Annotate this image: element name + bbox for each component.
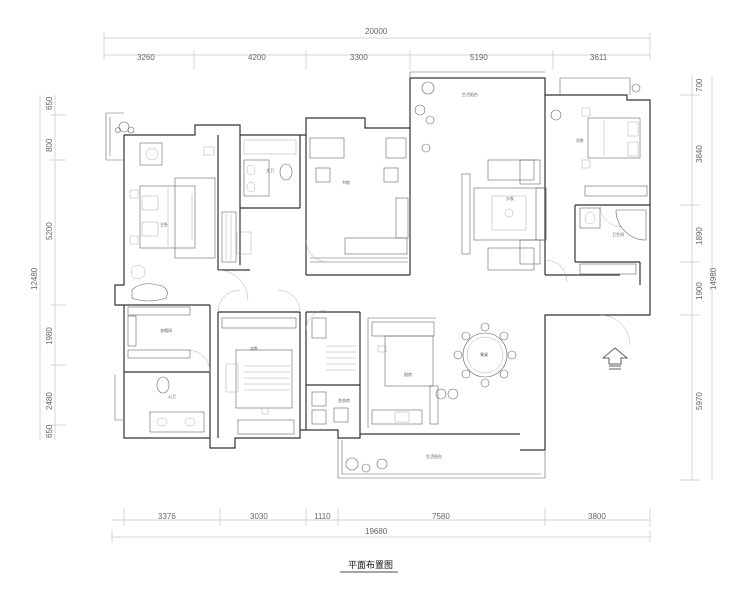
bottom-seg-1: 3376 [158, 512, 176, 521]
living-sofa-set [461, 159, 547, 271]
label-sofa: 沙发 [506, 195, 514, 201]
drawing-title: 平面布置图 [340, 559, 398, 573]
public-bath-fixtures [149, 376, 205, 433]
left-seg-1: 650 [45, 96, 54, 110]
right-seg-1: 700 [695, 78, 704, 92]
bottom-total-label: 19680 [365, 527, 388, 536]
right-seg-2: 3840 [695, 145, 704, 163]
left-total-label: 12480 [30, 267, 39, 290]
plant-icon [345, 457, 388, 473]
top-dimension-total: 20000 [103, 27, 651, 60]
kitchen-furniture [371, 321, 459, 425]
bedroom-bottom-bed [221, 317, 297, 435]
master-bed [129, 177, 216, 259]
interior-walls [124, 95, 650, 438]
room-labels: 主卧 衣帽间 主卫 公卫 书房 次卧 次卧 卫生间 生活阳台 沙发 餐桌 厨房 … [160, 91, 624, 459]
label-balcony-top: 生活阳台 [462, 91, 478, 97]
label-public-bath: 公卫 [168, 394, 176, 399]
dining-table [453, 322, 517, 388]
label-table: 餐桌 [480, 351, 488, 357]
left-seg-3: 5200 [45, 222, 54, 240]
laundry-fixtures [311, 317, 356, 425]
right-seg-5: 5970 [695, 392, 704, 410]
label-bedroom-right: 次卧 [576, 137, 584, 143]
label-bath-right: 卫生间 [612, 231, 624, 237]
label-balcony-bottom: 生活阳台 [426, 453, 442, 459]
label-walk-in-closet: 衣帽间 [160, 327, 172, 333]
bottom-dimension-total: 19680 [111, 527, 651, 542]
exterior-walls [105, 71, 651, 479]
top-seg-5: 3611 [590, 53, 608, 62]
left-dimension-segments: 650 800 5200 1980 2480 650 [45, 95, 66, 440]
door-swings [187, 204, 631, 373]
right-total-label: 14980 [709, 267, 718, 290]
top-seg-3: 3300 [350, 53, 368, 62]
label-kitchen: 厨房 [404, 371, 412, 377]
master-bath-fixtures [221, 139, 297, 263]
plant-icon [414, 81, 435, 153]
right-seg-3: 1890 [695, 227, 704, 245]
label-master-bedroom: 主卧 [160, 221, 168, 227]
closet-hanging-rails [127, 264, 191, 359]
label-laundry: 洗衣房 [338, 397, 350, 403]
bath-right-fixtures [579, 207, 647, 275]
top-seg-1: 3260 [137, 53, 155, 62]
bedroom-right-furniture [550, 83, 648, 197]
bottom-seg-5: 3800 [588, 512, 606, 521]
label-master-bath: 主卫 [266, 167, 274, 173]
right-dimension-total: 14980 [709, 75, 718, 480]
plant-icon [115, 121, 135, 134]
master-desk [139, 142, 215, 166]
left-seg-5: 2480 [45, 392, 54, 410]
right-seg-4: 1900 [695, 282, 704, 300]
bottom-seg-3: 1110 [314, 512, 331, 521]
top-seg-4: 5190 [470, 53, 488, 62]
label-study: 书房 [342, 179, 350, 185]
top-seg-2: 4200 [248, 53, 266, 62]
study-furniture [309, 137, 409, 255]
bottom-seg-4: 7580 [432, 512, 450, 521]
entrance-arrow-icon [601, 347, 629, 370]
top-total-label: 20000 [365, 27, 388, 36]
top-dimension-segments: 3260 4200 3300 5190 3611 [104, 50, 650, 70]
left-seg-6: 650 [45, 424, 54, 438]
bottom-seg-2: 3030 [250, 512, 268, 521]
drawing-title-text: 平面布置图 [348, 559, 393, 571]
left-dimension-total: 12480 [30, 95, 41, 440]
left-seg-2: 800 [45, 138, 54, 152]
bottom-dimension-segments: 3376 3030 1110 7580 3800 [112, 508, 651, 526]
right-dimension-segments: 700 3840 1890 1900 5970 [680, 75, 704, 481]
label-bedroom: 次卧 [250, 345, 258, 351]
left-seg-4: 1980 [45, 327, 54, 345]
